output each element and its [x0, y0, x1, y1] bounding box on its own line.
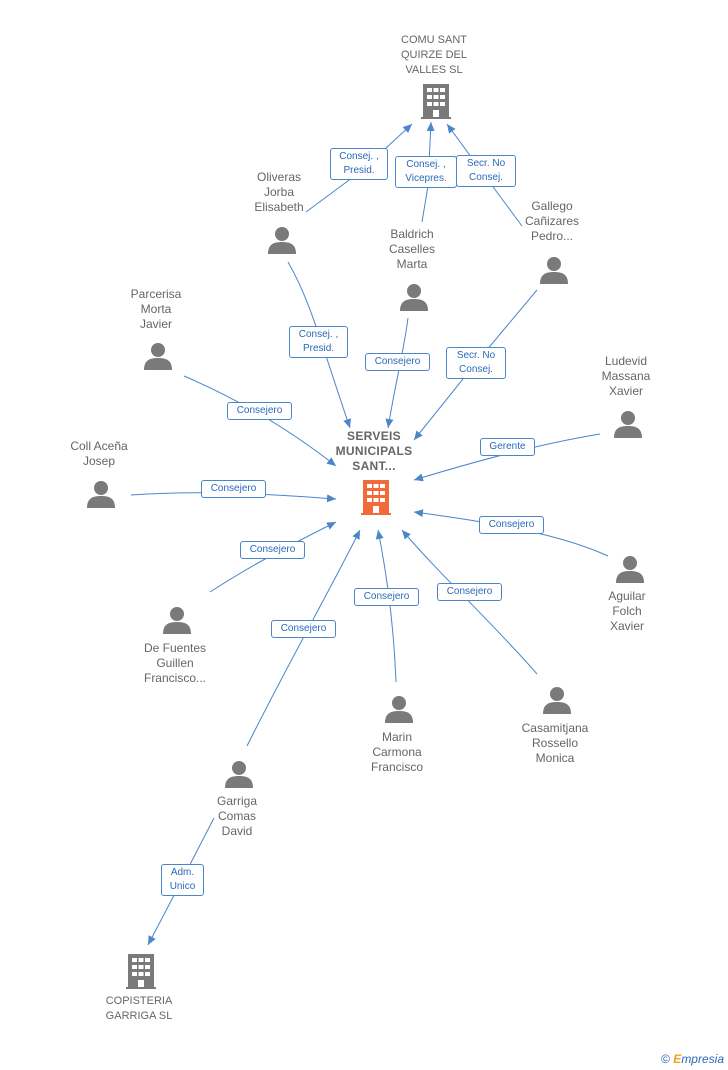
person-label-gallego[interactable]: Gallego Cañizares Pedro... [524, 199, 580, 243]
edge-label-casamitjana-main[interactable]: Consejero [437, 583, 502, 601]
person-icon-oliveras [268, 227, 296, 254]
person-label-baldrich[interactable]: Baldrich Caselles Marta [388, 227, 436, 271]
edge-label-gallego-main[interactable]: Secr. No Consej. [446, 347, 506, 379]
edge-label-aguilar-main[interactable]: Consejero [479, 516, 544, 534]
edge-garriga-main [246, 529, 361, 747]
edge-label-coll-main[interactable]: Consejero [201, 480, 266, 498]
edge-baldrich-main [385, 317, 409, 429]
person-label-parcerisa[interactable]: Parcerisa Morta Javier [130, 287, 182, 331]
edge-marin-main [375, 529, 397, 683]
copyright-icon: © [661, 1052, 670, 1066]
edge-casamitjana-main [401, 529, 538, 675]
company-label-copisteria[interactable]: COPISTERIA GARRIGA SL [105, 995, 173, 1022]
person-icon-ludevid [614, 411, 642, 438]
person-icon-casamitjana [543, 687, 571, 714]
person-label-aguilar[interactable]: Aguilar Folch Xavier [608, 589, 646, 633]
person-icon-garriga [225, 761, 253, 788]
edge-label-baldrich-main[interactable]: Consejero [365, 353, 430, 371]
building-icon-comu [421, 84, 451, 119]
edge-label-gallego-comu[interactable]: Secr. No Consej. [456, 155, 516, 187]
edge-label-oliveras-comu[interactable]: Consej. , Presid. [330, 148, 388, 180]
person-icon-coll [87, 481, 115, 508]
edge-label-defuentes-main[interactable]: Consejero [240, 541, 305, 559]
edge-label-parcerisa-main[interactable]: Consejero [227, 402, 292, 420]
company-label-comu[interactable]: COMU SANT QUIRZE DEL VALLES SL [400, 34, 467, 76]
logo-initial: E [673, 1052, 682, 1066]
person-label-oliveras[interactable]: Oliveras Jorba Elisabeth [254, 170, 304, 214]
person-icon-gallego [540, 257, 568, 284]
person-label-ludevid[interactable]: Ludevid Massana Xavier [601, 354, 651, 398]
empresia-logo[interactable]: © Empresia [661, 1052, 724, 1066]
edge-label-garriga-copisteria[interactable]: Adm. Unico [161, 864, 204, 896]
person-label-garriga[interactable]: Garriga Comas David [216, 794, 257, 838]
main-company-label[interactable]: SERVEIS MUNICIPALS SANT... [335, 429, 413, 473]
person-icon-aguilar [616, 556, 644, 583]
edge-label-garriga-main[interactable]: Consejero [271, 620, 336, 638]
person-label-marin[interactable]: Marin Carmona Francisco [370, 730, 423, 774]
person-icon-parcerisa [144, 343, 172, 370]
edge-label-baldrich-comu[interactable]: Consej. , Vicepres. [395, 156, 457, 188]
logo-text: mpresia [681, 1052, 724, 1066]
building-icon-main [361, 480, 391, 515]
person-icon-baldrich [400, 284, 428, 311]
person-label-casamitjana[interactable]: Casamitjana Rossello Monica [521, 721, 589, 765]
person-icon-marin [385, 696, 413, 723]
edge-label-marin-main[interactable]: Consejero [354, 588, 419, 606]
edge-label-ludevid-main[interactable]: Gerente [480, 438, 535, 456]
building-icon-copisteria [126, 954, 156, 989]
person-icon-defuentes [163, 607, 191, 634]
person-label-defuentes[interactable]: De Fuentes Guillen Francisco... [143, 641, 207, 685]
person-label-coll[interactable]: Coll Aceña Josep [70, 439, 128, 468]
edge-label-oliveras-main[interactable]: Consej. , Presid. [289, 326, 348, 358]
